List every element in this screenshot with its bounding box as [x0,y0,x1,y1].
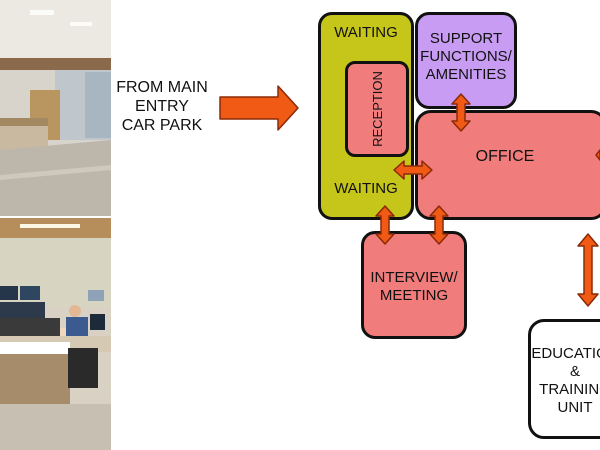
support-functions-zone [415,12,517,109]
education-training-label: EDUCATION & TRAINING UNIT [531,345,600,416]
reception-desk-photo [0,0,111,216]
reception-office-arrow [393,160,433,180]
office-label: OFFICE [475,148,535,165]
entry-source-label: FROM MAIN ENTRY CAR PARK [116,79,208,134]
control-room-photo [0,218,111,450]
office-east-arrow [595,149,600,161]
interview-meeting-label: INTERVIEW/ MEETING [370,269,458,304]
office-zone [415,110,600,220]
reception-zone [345,61,409,157]
entry-arrow [219,85,299,131]
office-education-arrow [577,233,599,307]
education-training-zone [528,319,600,439]
waiting-bottom-label: WAITING [334,180,398,197]
office-interview-arrow [429,205,449,245]
waiting-top-label: WAITING [334,24,398,41]
support-office-arrow [451,93,471,132]
waiting-interview-arrow [375,205,395,245]
support-functions-label: SUPPORT FUNCTIONS/ AMENITIES [420,30,512,83]
interview-meeting-zone [361,231,467,339]
